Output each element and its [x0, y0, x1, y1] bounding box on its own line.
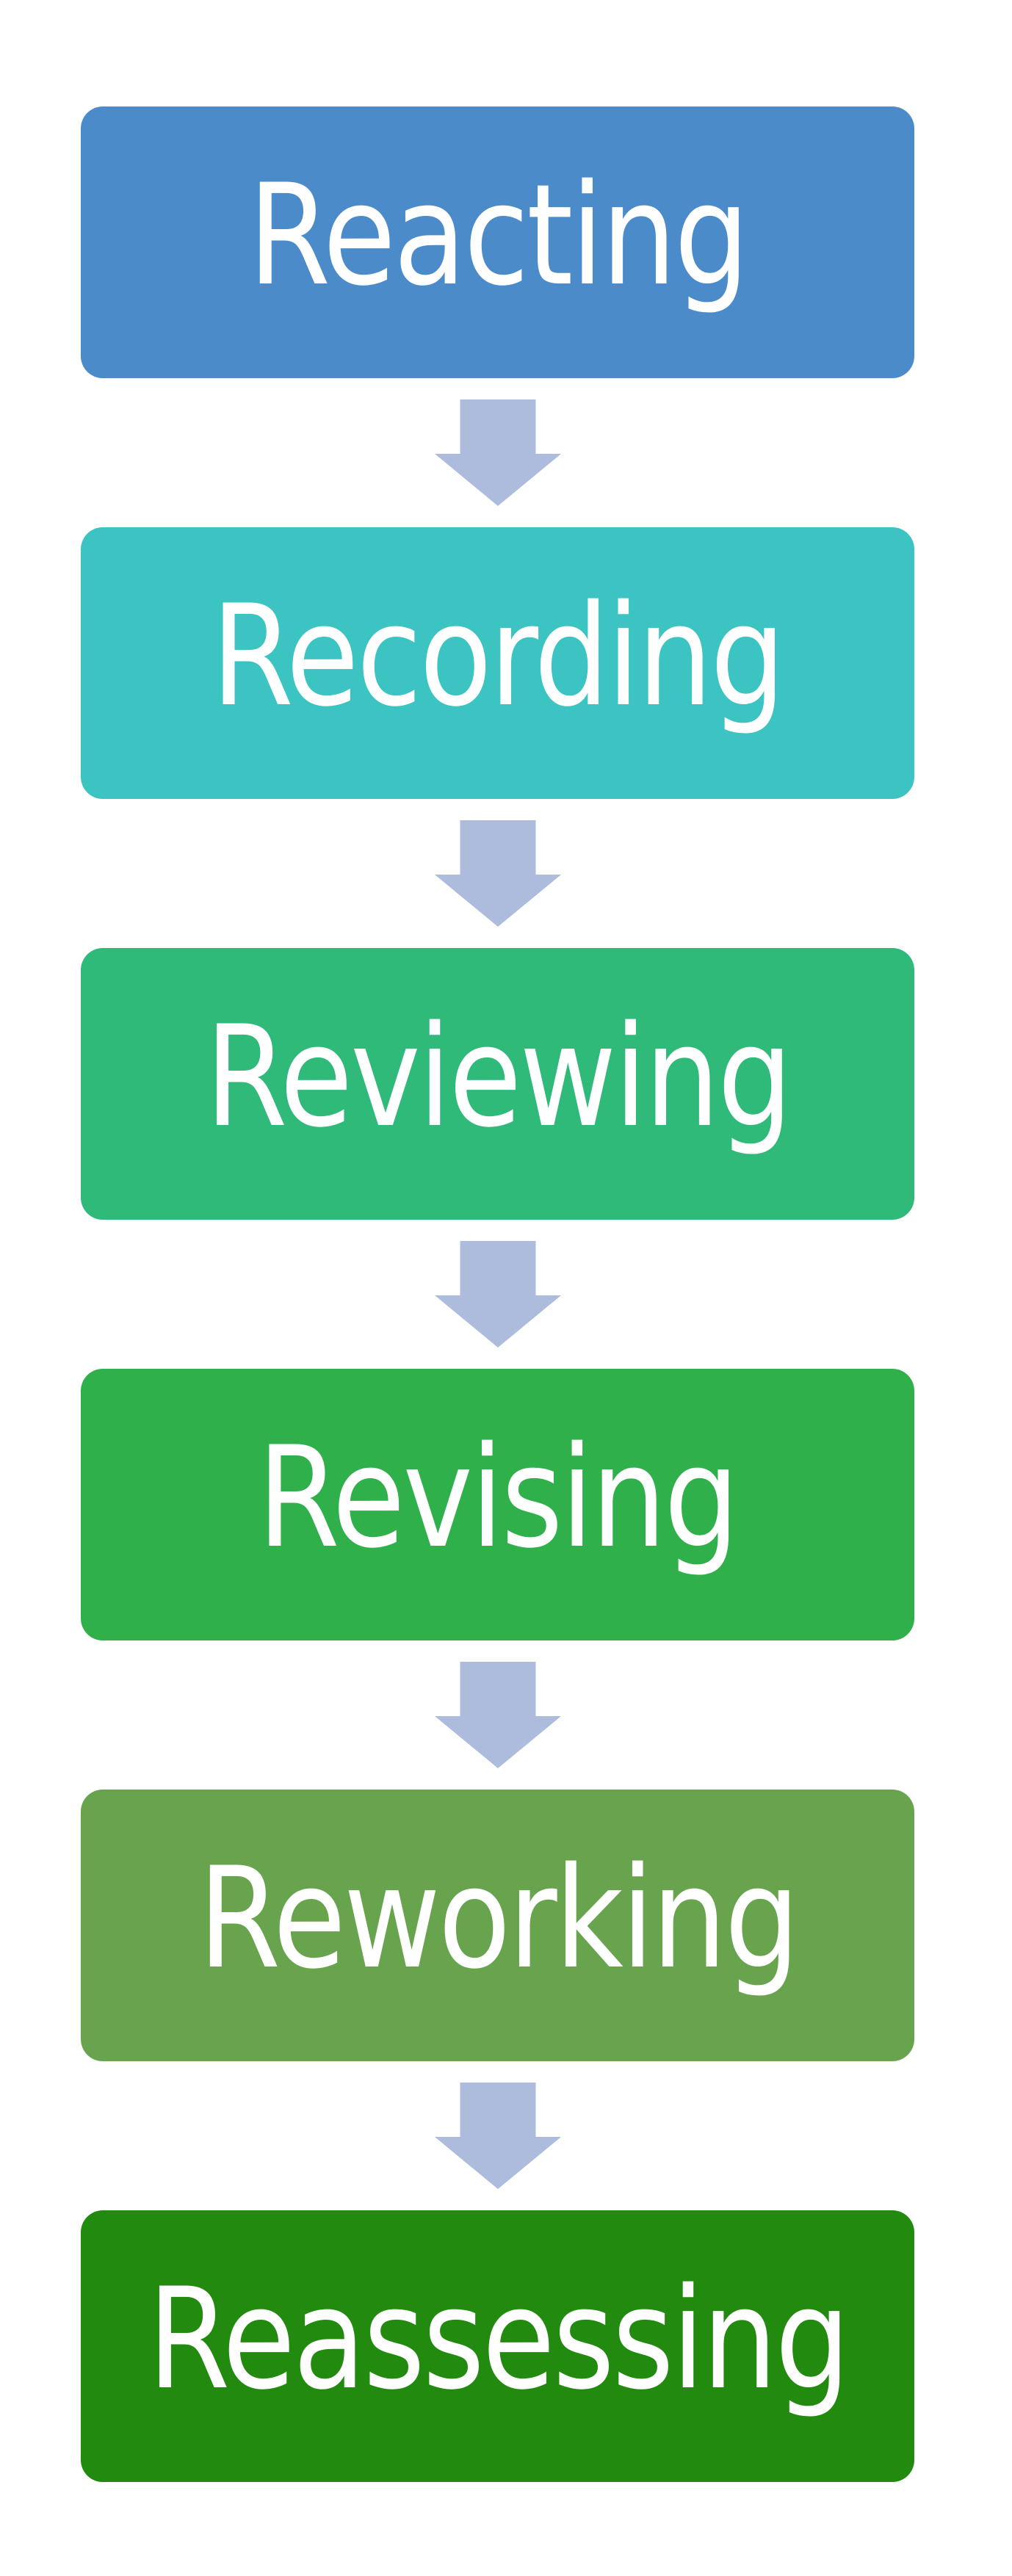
- step-label-reworking: Reworking: [198, 1837, 800, 2000]
- step-label-reassessing: Reassessing: [147, 2258, 850, 2420]
- step-box-revising: Revising: [81, 1369, 914, 1640]
- step-box-reacting: Reacting: [81, 106, 914, 378]
- down-arrow-shape: [434, 1241, 561, 1347]
- step-box-reworking: Reworking: [81, 1790, 914, 2061]
- down-arrow-shape: [434, 399, 561, 506]
- step-label-reacting: Reacting: [247, 154, 750, 316]
- connector-gap-2: [81, 799, 914, 948]
- connector-gap-3: [81, 1220, 914, 1369]
- step-label-reviewing: Reviewing: [205, 996, 792, 1158]
- down-arrow-shape: [434, 2083, 561, 2189]
- down-arrow-icon: [434, 1662, 561, 1768]
- step-label-revising: Revising: [258, 1417, 740, 1579]
- down-arrow-shape: [434, 1662, 561, 1768]
- connector-gap-4: [81, 1640, 914, 1790]
- connector-gap-5: [81, 2061, 914, 2210]
- down-arrow-icon: [434, 1241, 561, 1347]
- down-arrow-icon: [434, 2083, 561, 2189]
- step-label-recording: Recording: [212, 575, 786, 737]
- step-box-reviewing: Reviewing: [81, 948, 914, 1220]
- connector-gap-1: [81, 378, 914, 527]
- process-flow-diagram: Reacting Recording Reviewing Revising Re…: [81, 106, 914, 2482]
- step-box-recording: Recording: [81, 527, 914, 799]
- down-arrow-icon: [434, 399, 561, 506]
- down-arrow-icon: [434, 820, 561, 927]
- down-arrow-shape: [434, 820, 561, 927]
- step-box-reassessing: Reassessing: [81, 2210, 914, 2482]
